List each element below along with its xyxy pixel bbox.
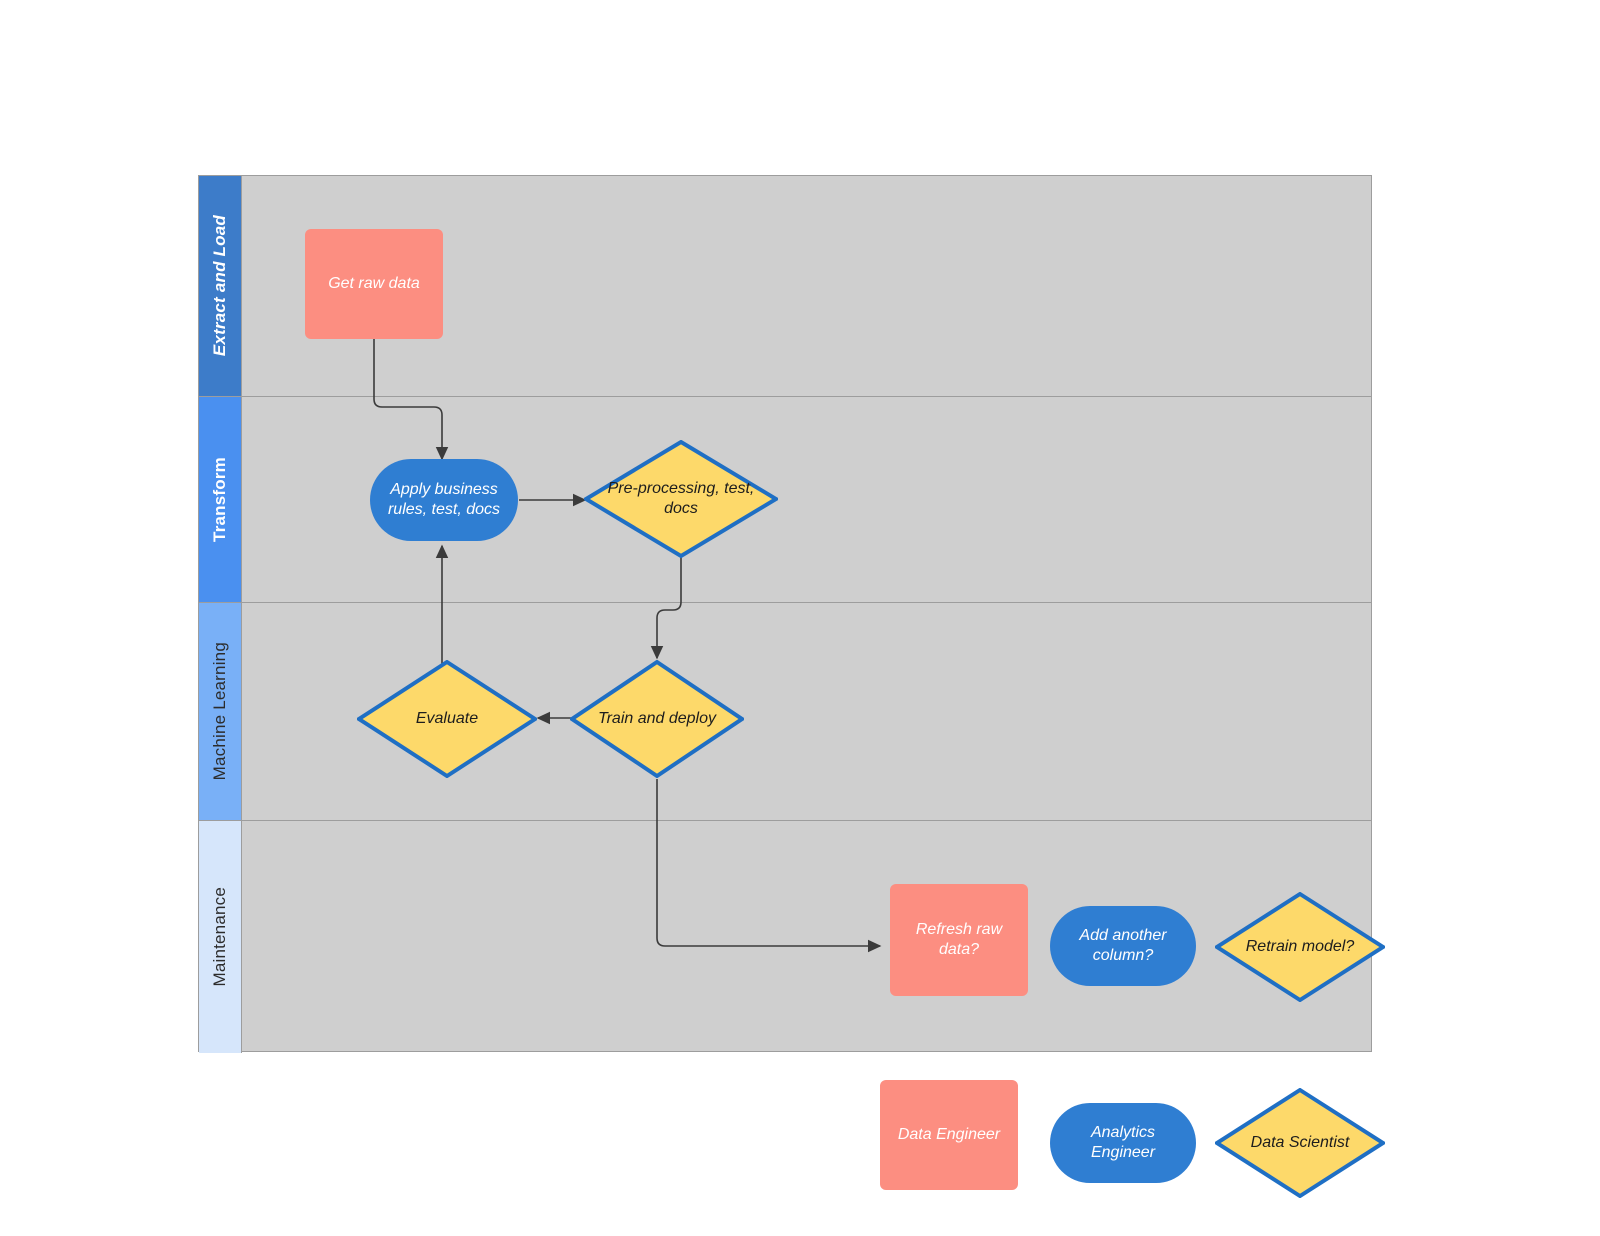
- node-label-retrain-model: Retrain model?: [1245, 938, 1355, 955]
- diamond-shape-icon: [570, 660, 744, 778]
- node-label-evaluate: Evaluate: [415, 710, 479, 727]
- diamond-shape-icon: [1215, 1088, 1385, 1198]
- lane-body-transform: [241, 397, 1371, 602]
- diamond-shape-icon: [584, 440, 778, 558]
- node-add-another-column[interactable]: Add another column?: [1050, 906, 1196, 986]
- node-label-apply-business-rules: Apply business rules, test, docs: [387, 481, 501, 518]
- lane-header-extract-and-load: Extract and Load: [199, 176, 241, 396]
- legend-label-data-engineer: Data Engineer: [897, 1126, 1001, 1143]
- diamond-shape-icon: [1215, 892, 1385, 1002]
- node-label-train-and-deploy: Train and deploy: [598, 710, 716, 727]
- lane-label-extract-and-load: Extract and Load: [210, 215, 229, 357]
- node-evaluate[interactable]: Evaluate: [357, 660, 537, 778]
- node-pre-processing[interactable]: Pre-processing, test, docs: [584, 440, 778, 558]
- lane-body-maintenance: [241, 821, 1371, 1053]
- legend: Data Engineer Analytics Engineer Data Sc…: [880, 1080, 1385, 1198]
- lane-label-machine-learning: Machine Learning: [210, 642, 229, 781]
- lane-extract-and-load[interactable]: Extract and Load: [199, 176, 1371, 397]
- legend-label-analytics-engineer: Analytics Engineer: [1090, 1124, 1156, 1161]
- diamond-shape-icon: [357, 660, 537, 778]
- legend-item-data-scientist[interactable]: Data Scientist: [1215, 1088, 1385, 1198]
- node-train-and-deploy[interactable]: Train and deploy: [570, 660, 744, 778]
- node-label-pre-processing: Pre-processing, test, docs: [607, 480, 755, 517]
- legend-label-data-scientist: Data Scientist: [1250, 1134, 1350, 1151]
- lane-header-transform: Transform: [199, 397, 241, 602]
- lane-header-machine-learning: Machine Learning: [199, 603, 241, 820]
- node-retrain-model[interactable]: Retrain model?: [1215, 892, 1385, 1002]
- lane-header-maintenance: Maintenance: [199, 821, 241, 1053]
- node-label-get-raw-data: Get raw data: [328, 275, 420, 292]
- node-get-raw-data[interactable]: Get raw data: [305, 229, 443, 339]
- node-apply-business-rules[interactable]: Apply business rules, test, docs: [370, 459, 518, 541]
- legend-item-analytics-engineer[interactable]: Analytics Engineer: [1050, 1103, 1196, 1183]
- node-label-add-another-column: Add another column?: [1079, 927, 1167, 964]
- lane-body-machine-learning: [241, 603, 1371, 820]
- node-refresh-raw-data[interactable]: Refresh raw data?: [890, 884, 1028, 996]
- legend-item-data-engineer[interactable]: Data Engineer: [880, 1080, 1018, 1190]
- lane-label-transform: Transform: [210, 457, 229, 542]
- lane-body-extract-and-load: [241, 176, 1371, 396]
- lane-maintenance[interactable]: Maintenance: [199, 821, 1371, 1053]
- lane-transform[interactable]: Transform: [199, 397, 1371, 603]
- node-label-refresh-raw-data: Refresh raw data?: [915, 921, 1003, 958]
- lane-label-maintenance: Maintenance: [210, 887, 229, 987]
